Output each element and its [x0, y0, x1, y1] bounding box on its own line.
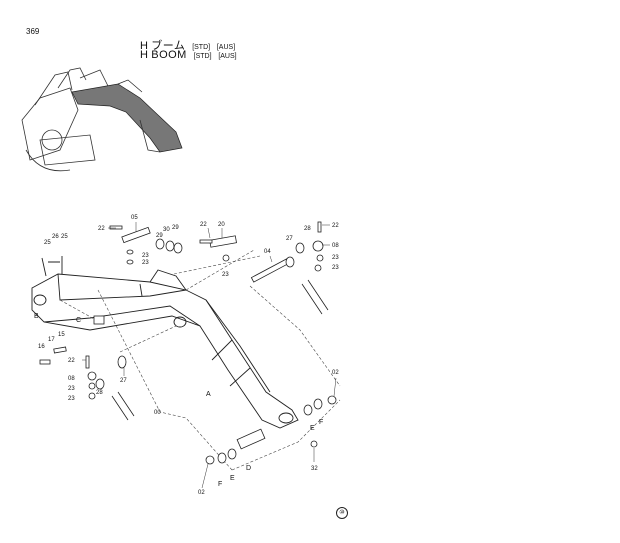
callout-22-left: 22 [68, 358, 75, 364]
excavator-thumbnail [21, 67, 183, 172]
title-en-prefix: H [140, 49, 149, 61]
callout-23-c: 23 [222, 272, 229, 278]
title-tag-std: [STD] [192, 44, 211, 51]
callout-29-a: 29 [156, 233, 163, 239]
callout-leaders [82, 222, 337, 489]
callout-23-f: 23 [68, 386, 75, 392]
boom-body [31, 256, 299, 429]
callout-E-bottom: E [230, 475, 235, 482]
callout-04: 04 [264, 249, 271, 255]
callout-00: 00 [154, 410, 161, 416]
callout-08-left: 08 [68, 376, 75, 382]
callout-27-top: 27 [286, 236, 293, 242]
callout-25-left: 25 [44, 240, 51, 246]
pins-and-parts [39, 221, 337, 465]
title-tag-aus: [AUS] [216, 44, 236, 51]
callout-22-top: 22 [98, 226, 105, 232]
callout-E-right: E [310, 425, 315, 432]
page-number: 369 [26, 27, 40, 36]
callout-17: 17 [48, 337, 55, 343]
callout-23-b: 23 [142, 260, 149, 266]
callout-20: 20 [218, 222, 225, 228]
title-english: H BOOM [STD] [AUS] [140, 49, 237, 61]
title-en-text: BOOM [151, 49, 187, 61]
callout-23-e: 23 [332, 265, 339, 271]
callout-30: 30 [163, 227, 170, 233]
callout-08-right: 08 [332, 243, 339, 249]
title-jp-prefix: H [140, 40, 149, 52]
title-jp-text: ブーム [151, 40, 186, 52]
footer-mark: ⑩ [336, 507, 348, 519]
callout-02-bottom: 02 [198, 490, 205, 496]
callout-22-mid: 22 [200, 222, 207, 228]
callout-05: 05 [131, 215, 138, 221]
callout-F-right: F [319, 419, 323, 426]
callout-23-d: 23 [332, 255, 339, 261]
callout-23-a: 23 [142, 253, 149, 259]
boom-highlight [71, 79, 183, 153]
title-tag-std-en: [STD] [193, 53, 212, 60]
callout-23-g: 23 [68, 396, 75, 402]
callout-A: A [206, 391, 211, 398]
title-tag-aus-en: [AUS] [218, 53, 237, 60]
callout-28-left: 28 [96, 390, 103, 396]
leader-lines [59, 249, 341, 471]
callout-15: 15 [58, 332, 65, 338]
callout-22-right: 22 [332, 223, 339, 229]
callout-B: B [34, 313, 39, 320]
callout-16: 16 [38, 344, 45, 350]
callout-32: 32 [311, 466, 318, 472]
callout-labels: 05 22 29 30 29 23 23 22 20 23 25 26 25 0… [34, 215, 339, 496]
callout-27-left: 27 [120, 378, 127, 384]
callout-02-right: 02 [332, 370, 339, 376]
callout-D: D [246, 465, 251, 472]
callout-26: 26 [52, 234, 59, 240]
callout-C: C [76, 317, 81, 324]
callout-F-bottom: F [218, 481, 222, 488]
callout-25-right: 25 [61, 234, 68, 240]
callout-28-top: 28 [304, 226, 311, 232]
title-japanese: H ブーム [STD] [AUS] [140, 37, 235, 53]
callout-29-b: 29 [172, 225, 179, 231]
